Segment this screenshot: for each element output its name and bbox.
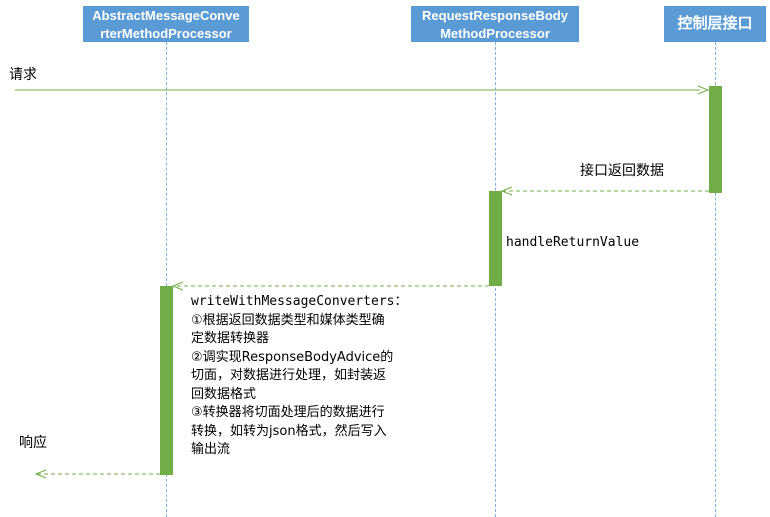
lifeline-controller bbox=[715, 42, 716, 517]
participant-abstract-message-converter: AbstractMessageConve rterMethodProcessor bbox=[83, 6, 249, 42]
participant-label-line1: AbstractMessageConve bbox=[92, 8, 240, 23]
controller-return-label: 接口返回数据 bbox=[580, 163, 664, 179]
note-line: writeWithMessageConverters： bbox=[191, 294, 408, 309]
response-arrow-head bbox=[34, 469, 47, 479]
participant-controller: 控制层接口 bbox=[664, 6, 766, 42]
note-line: 回数据格式 bbox=[191, 386, 257, 402]
request-arrow-head bbox=[697, 85, 710, 95]
note-line: ①根据返回数据类型和媒体类型确 bbox=[191, 312, 385, 328]
participant-label-line1: RequestResponseBody bbox=[422, 8, 568, 23]
note-line: ②调实现ResponseBodyAdvice的 bbox=[191, 349, 394, 365]
participant-label: 控制层接口 bbox=[677, 15, 753, 32]
handle-return-value-label: handleReturnValue bbox=[506, 235, 640, 250]
note-line: 转换，如转为json格式，然后写入 bbox=[191, 423, 387, 439]
note-line: 输出流 bbox=[191, 442, 231, 457]
participant-label-line2: MethodProcessor bbox=[440, 26, 550, 41]
participant-label-line2: rterMethodProcessor bbox=[100, 26, 232, 41]
return-arrow-head bbox=[500, 186, 513, 196]
response-label: 响应 bbox=[19, 435, 47, 451]
lifeline-abstract-message-converter bbox=[166, 42, 167, 517]
request-label: 请求 bbox=[9, 67, 37, 83]
activation-abstract-message-converter bbox=[160, 286, 173, 475]
note-line: 定数据转换器 bbox=[191, 331, 270, 346]
write-with-message-converters-note: writeWithMessageConverters： ①根据返回数据类型和媒体… bbox=[191, 293, 408, 460]
note-line: 切面，对数据进行处理，如封装返 bbox=[191, 368, 387, 383]
participant-request-response-body: RequestResponseBody MethodProcessor bbox=[411, 6, 579, 42]
activation-controller bbox=[709, 86, 722, 193]
note-line: ③转换器将切面处理后的数据进行 bbox=[191, 405, 385, 420]
activation-request-response-body bbox=[489, 191, 502, 286]
handle-arrow-head bbox=[171, 281, 184, 291]
